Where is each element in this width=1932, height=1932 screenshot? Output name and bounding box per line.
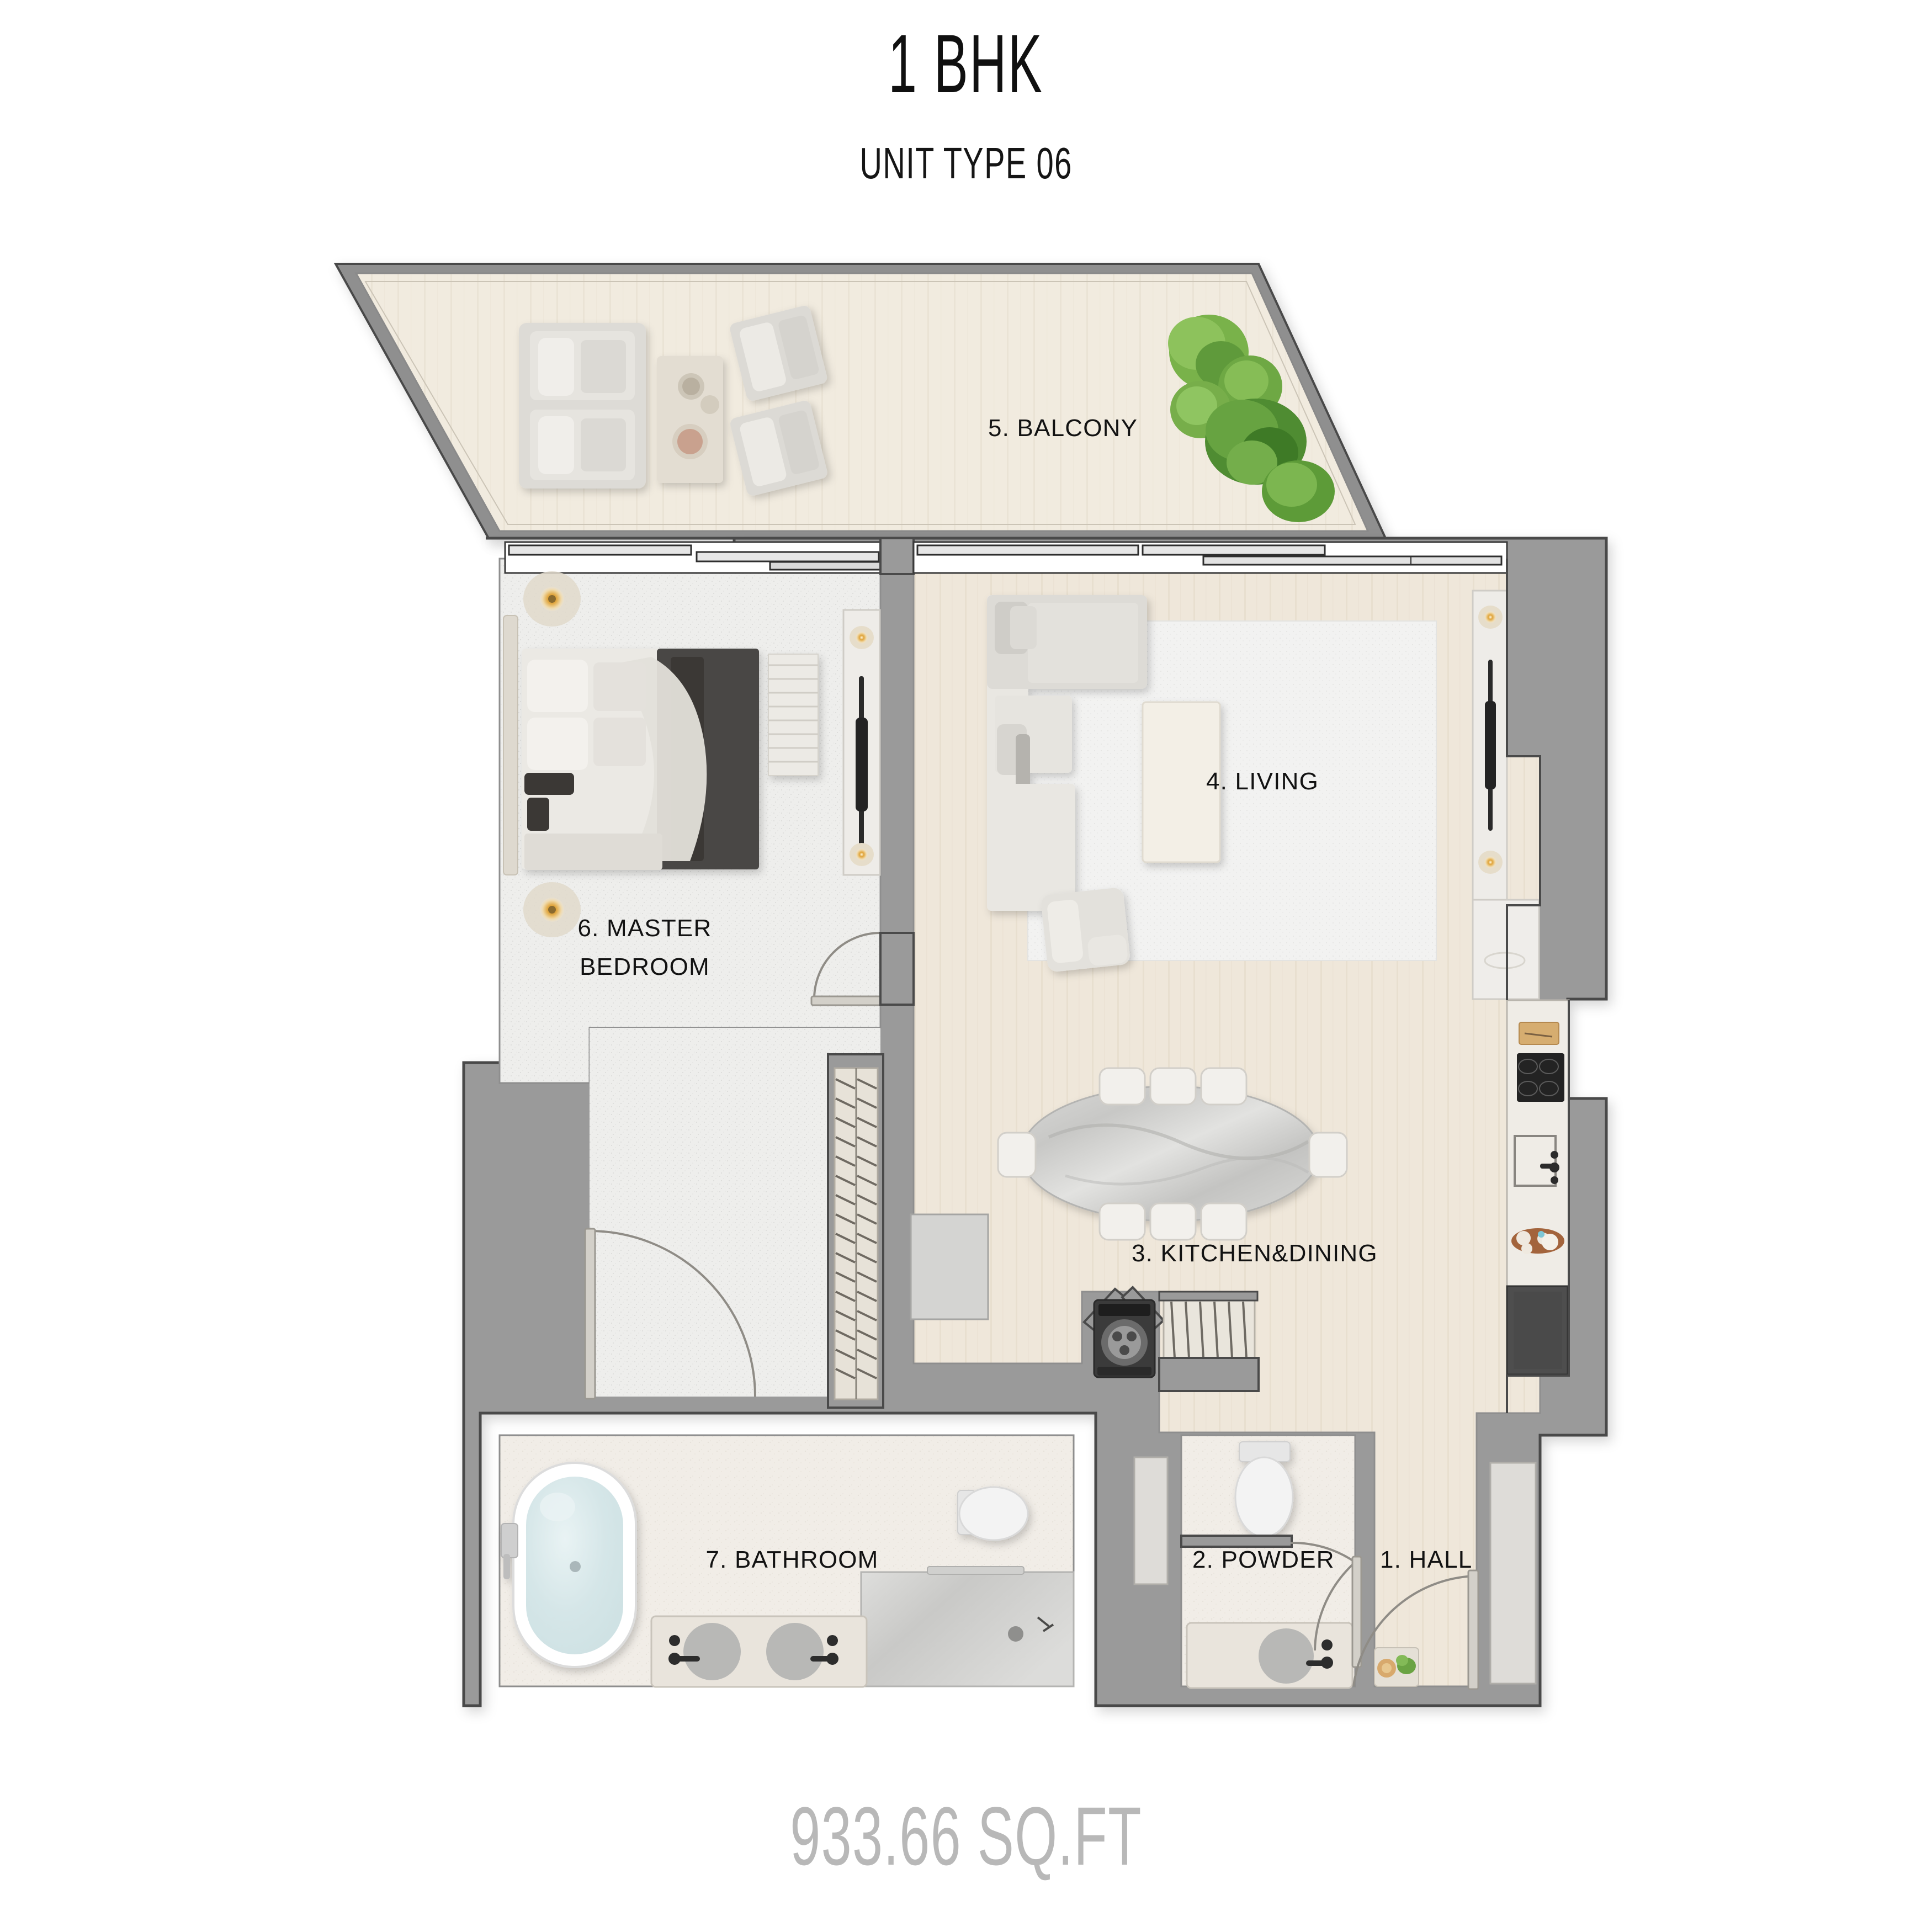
room-label-living: 4. LIVING bbox=[1206, 768, 1319, 795]
living-armchair bbox=[1041, 888, 1130, 972]
plan-title-wrap: 1 BHK bbox=[0, 22, 1932, 105]
room-label-master-bedroom-line2: BEDROOM bbox=[580, 953, 710, 980]
area-footer: 933.66 SQ.FT bbox=[0, 1788, 1932, 1884]
bathtub bbox=[501, 1462, 637, 1668]
utility-nook bbox=[1082, 1286, 1260, 1392]
page-title: 1 BHK bbox=[888, 17, 1044, 110]
powder-cabinet bbox=[1133, 1456, 1169, 1585]
wardrobe bbox=[827, 1053, 989, 1409]
room-label-powder: 2. POWDER bbox=[1192, 1546, 1335, 1573]
bedside-light-top bbox=[523, 571, 581, 627]
area-value: 933.66 SQ.FT bbox=[790, 1790, 1142, 1882]
bathroom-vanity bbox=[650, 1615, 868, 1688]
bathroom-wc bbox=[957, 1486, 1029, 1541]
powder-vanity bbox=[1186, 1622, 1354, 1689]
corridor bbox=[590, 1028, 880, 1397]
balcony-armchair-2 bbox=[730, 401, 827, 496]
powder-wc bbox=[1234, 1441, 1294, 1538]
bedroom-door bbox=[810, 932, 915, 1006]
hall-plant bbox=[1374, 1647, 1419, 1687]
bed bbox=[522, 649, 759, 870]
dining-chairs bbox=[997, 1067, 1348, 1241]
bed-headboard bbox=[503, 615, 518, 875]
bathroom-door bbox=[584, 1228, 756, 1400]
dining-table bbox=[1020, 1085, 1320, 1222]
wall-alcoves bbox=[1506, 559, 1570, 1413]
room-label-balcony: 5. BALCONY bbox=[988, 415, 1138, 442]
living-sofa bbox=[987, 595, 1147, 911]
kitchen-counter bbox=[1506, 999, 1570, 1377]
bathroom-shower bbox=[860, 1566, 1075, 1687]
bedside-light-bottom bbox=[523, 882, 581, 937]
plan-subtitle-wrap: UNIT TYPE 06 bbox=[0, 138, 1932, 189]
hall-closet bbox=[1489, 1462, 1537, 1685]
balcony-sofa bbox=[519, 323, 646, 489]
balcony-sliding-doors bbox=[504, 537, 1508, 575]
room-label-kitchen-dining: 3. KITCHEN&DINING bbox=[1132, 1240, 1378, 1267]
hall-entry-door bbox=[1352, 1569, 1479, 1690]
bed-bench bbox=[768, 654, 819, 776]
living-tv-panel bbox=[1472, 590, 1540, 1000]
bedroom-tv-panel bbox=[842, 609, 881, 876]
room-label-hall: 1. HALL bbox=[1380, 1546, 1472, 1573]
unit-type-label: UNIT TYPE 06 bbox=[859, 139, 1073, 188]
balcony-armchair-1 bbox=[730, 306, 827, 401]
room-label-bathroom: 7. BATHROOM bbox=[705, 1546, 878, 1573]
room-label-master-bedroom-line1: 6. MASTER bbox=[577, 915, 712, 942]
balcony-planting bbox=[1168, 315, 1335, 522]
living-coffee-table bbox=[1142, 701, 1221, 863]
balcony-coffee-table bbox=[657, 356, 723, 483]
